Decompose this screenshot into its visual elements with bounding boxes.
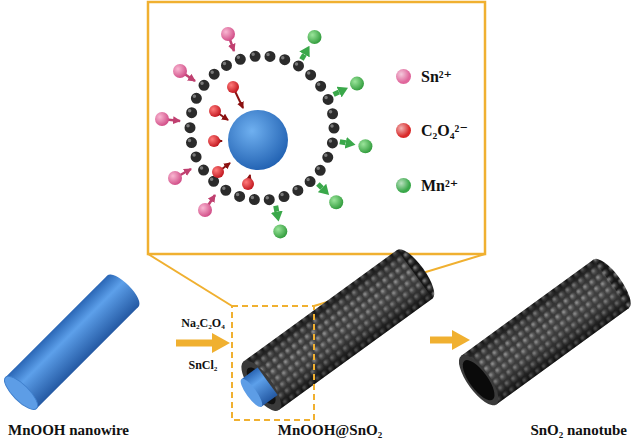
shell-highlight <box>188 54 332 198</box>
ion-swatch <box>396 123 411 138</box>
nanowire-figure <box>0 270 144 414</box>
tin-arrows <box>162 34 234 210</box>
core-shell-figure <box>230 244 441 420</box>
legend-text: Mn²⁺ <box>421 176 458 195</box>
mnooh-core <box>228 110 288 170</box>
zoom-box <box>232 306 314 420</box>
reagent-label: Na₂C₂O₄ <box>181 316 224 330</box>
tin-ions <box>155 27 235 217</box>
zoom-line <box>148 254 232 306</box>
reaction-arrow <box>430 337 460 344</box>
manganese-ions <box>273 30 372 238</box>
nanotube-figure <box>452 254 635 411</box>
legend-item: Mn²⁺ <box>396 176 458 195</box>
stage-node: MnOOH@SnO₂ <box>230 250 430 441</box>
stage-label: SnO₂ nanotube <box>530 421 627 439</box>
reagent-label: SnCl₂ <box>189 358 218 372</box>
oxalate-ions <box>208 81 254 190</box>
manganese-arrows <box>276 54 346 211</box>
ion-swatch <box>396 69 411 84</box>
legend-text: Sn²⁺ <box>421 67 452 86</box>
legend-text: C₂O₄²⁻ <box>421 121 468 140</box>
legend-item: Sn²⁺ <box>396 67 452 86</box>
stage-node: MnOOH nanowire <box>4 275 176 441</box>
stage-node: SnO₂ nanotube <box>470 250 631 441</box>
stage-label: MnOOH nanowire <box>8 421 129 439</box>
legend-item: C₂O₄²⁻ <box>396 121 468 140</box>
cross-section <box>155 27 372 238</box>
stage-label: MnOOH@SnO₂ <box>278 421 382 439</box>
ion-swatch <box>396 178 411 193</box>
reaction-arrow <box>176 340 220 347</box>
inset-frame <box>148 2 485 254</box>
